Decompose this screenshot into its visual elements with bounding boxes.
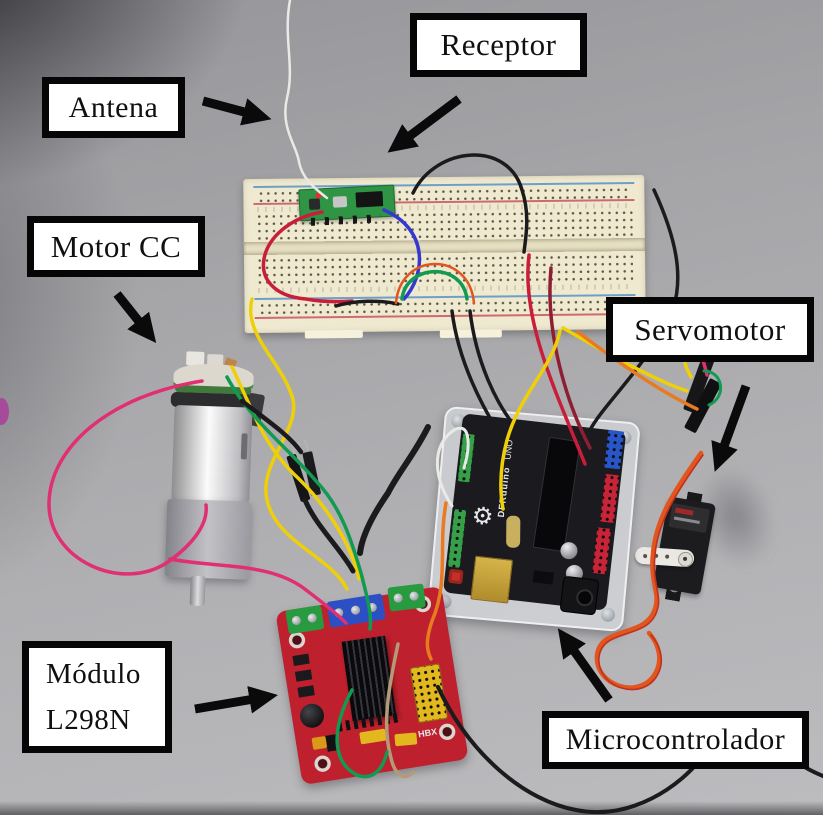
servo-horn-hole-1 [643, 553, 648, 559]
arduino-header-red-top [599, 473, 620, 524]
l298n-jumper-block [409, 663, 449, 724]
receiver-inductor [332, 196, 348, 208]
l298n-terminal-green-right [387, 583, 426, 612]
motor-shaft [189, 575, 206, 607]
antenna-wire [284, 0, 329, 200]
motor-gearbox [164, 498, 252, 580]
modulo-arrow-icon [194, 685, 278, 714]
l298n-capacitor [298, 702, 326, 730]
arduino-crystal [506, 515, 521, 548]
servo-horn-hole-3 [665, 554, 670, 559]
callout-microcontrolador: Microcontrolador [542, 711, 809, 769]
motor-body-vent [240, 433, 248, 460]
arduino-dip-chip [532, 436, 581, 553]
l298n-transistor [325, 734, 340, 752]
servo-label-text-line [673, 516, 700, 524]
arduino-header-green-top [457, 433, 475, 483]
l298n-jumper-small-1 [359, 728, 387, 745]
callout-antena: Antena [42, 77, 185, 138]
l298n-marking-text: HBX [417, 726, 438, 740]
arduino-reset-button [448, 568, 464, 585]
receiver-crystal [308, 198, 321, 210]
l298n-heatsink [341, 635, 397, 722]
arduino-header-red-bottom [592, 527, 612, 575]
motor-cc-arrow-icon [113, 291, 157, 343]
servo-horn-hole-2 [654, 553, 659, 558]
breadboard-grid-bottom [256, 253, 634, 286]
servo-connector-bundle [668, 350, 740, 458]
base-screw-br [600, 607, 616, 623]
callout-modulo-l298n: Módulo L298N [22, 641, 172, 753]
l298n-jumper-small-3 [311, 735, 328, 750]
breadboard-foot-left [304, 329, 363, 339]
arduino-model-text: UNO [502, 439, 515, 461]
l298n-terminal-green-left [285, 605, 325, 635]
antena-arrow-icon [201, 96, 272, 126]
l298n-silk-block-1 [292, 653, 310, 666]
microcontrolador-arrow-icon [557, 628, 613, 703]
wire-black-jumper-thick-1 [357, 424, 431, 556]
receiver-ic-chip [355, 191, 384, 208]
arduino-pcb: ⚙ DFRduino UNO [442, 413, 627, 616]
callout-motor-cc: Motor CC [27, 216, 205, 277]
receiver-led [315, 192, 322, 199]
callout-servomotor-label: Servomotor [634, 311, 786, 347]
arduino-brand-text: DFRduino [495, 465, 512, 518]
rf-receiver-module [298, 184, 396, 226]
servo-label-red-mark [674, 507, 694, 516]
callout-antena-label: Antena [68, 90, 159, 124]
callout-receptor: Receptor [410, 13, 587, 77]
callout-receptor-label: Receptor [440, 27, 557, 62]
breadboard-center-channel [243, 237, 645, 256]
arduino-board-text: DFRduino UNO [490, 433, 516, 524]
servo-motor [634, 486, 735, 610]
l298n-silk-block-2 [294, 669, 313, 682]
l298n-hole-br [436, 721, 458, 743]
breadboard-numbers-bottom [258, 284, 632, 293]
l298n-board: HBX [275, 583, 469, 786]
breadboard-rail-holes-bottom [258, 298, 632, 315]
l298n-hole-bl [312, 753, 333, 774]
arduino-capacitor-1 [559, 541, 579, 561]
arduino-barrel-jack [559, 575, 600, 616]
servo-horn [634, 546, 695, 568]
motor-wire-connector [281, 437, 332, 506]
callout-microcontrolador-label: Microcontrolador [565, 723, 786, 756]
l298n-silk-block-3 [297, 685, 315, 698]
arduino-header-blue [604, 429, 625, 470]
callout-modulo-label-line1: Módulo [46, 657, 141, 690]
wire-black-jumper-thick-2 [302, 497, 356, 574]
callout-modulo-label-line2: L298N [46, 703, 131, 736]
callout-motor-cc-label: Motor CC [50, 228, 182, 264]
l298n-jumper-small-2 [394, 732, 418, 747]
dc-motor [144, 350, 266, 612]
l298n-terminal-blue [326, 593, 386, 628]
microcontroller-assembly: ⚙ DFRduino UNO [427, 405, 641, 633]
arduino-header-green-bottom [447, 508, 467, 568]
l298n-module: HBX [275, 583, 469, 786]
receptor-arrow-icon [387, 95, 462, 153]
breadboard-foot-right [439, 329, 502, 339]
callout-servomotor: Servomotor [606, 297, 814, 362]
magenta-object-edge [0, 398, 9, 425]
arduino-icsp-header [532, 570, 554, 585]
arduino-usb-port [470, 555, 514, 604]
barrel-jack-opening [575, 588, 595, 608]
